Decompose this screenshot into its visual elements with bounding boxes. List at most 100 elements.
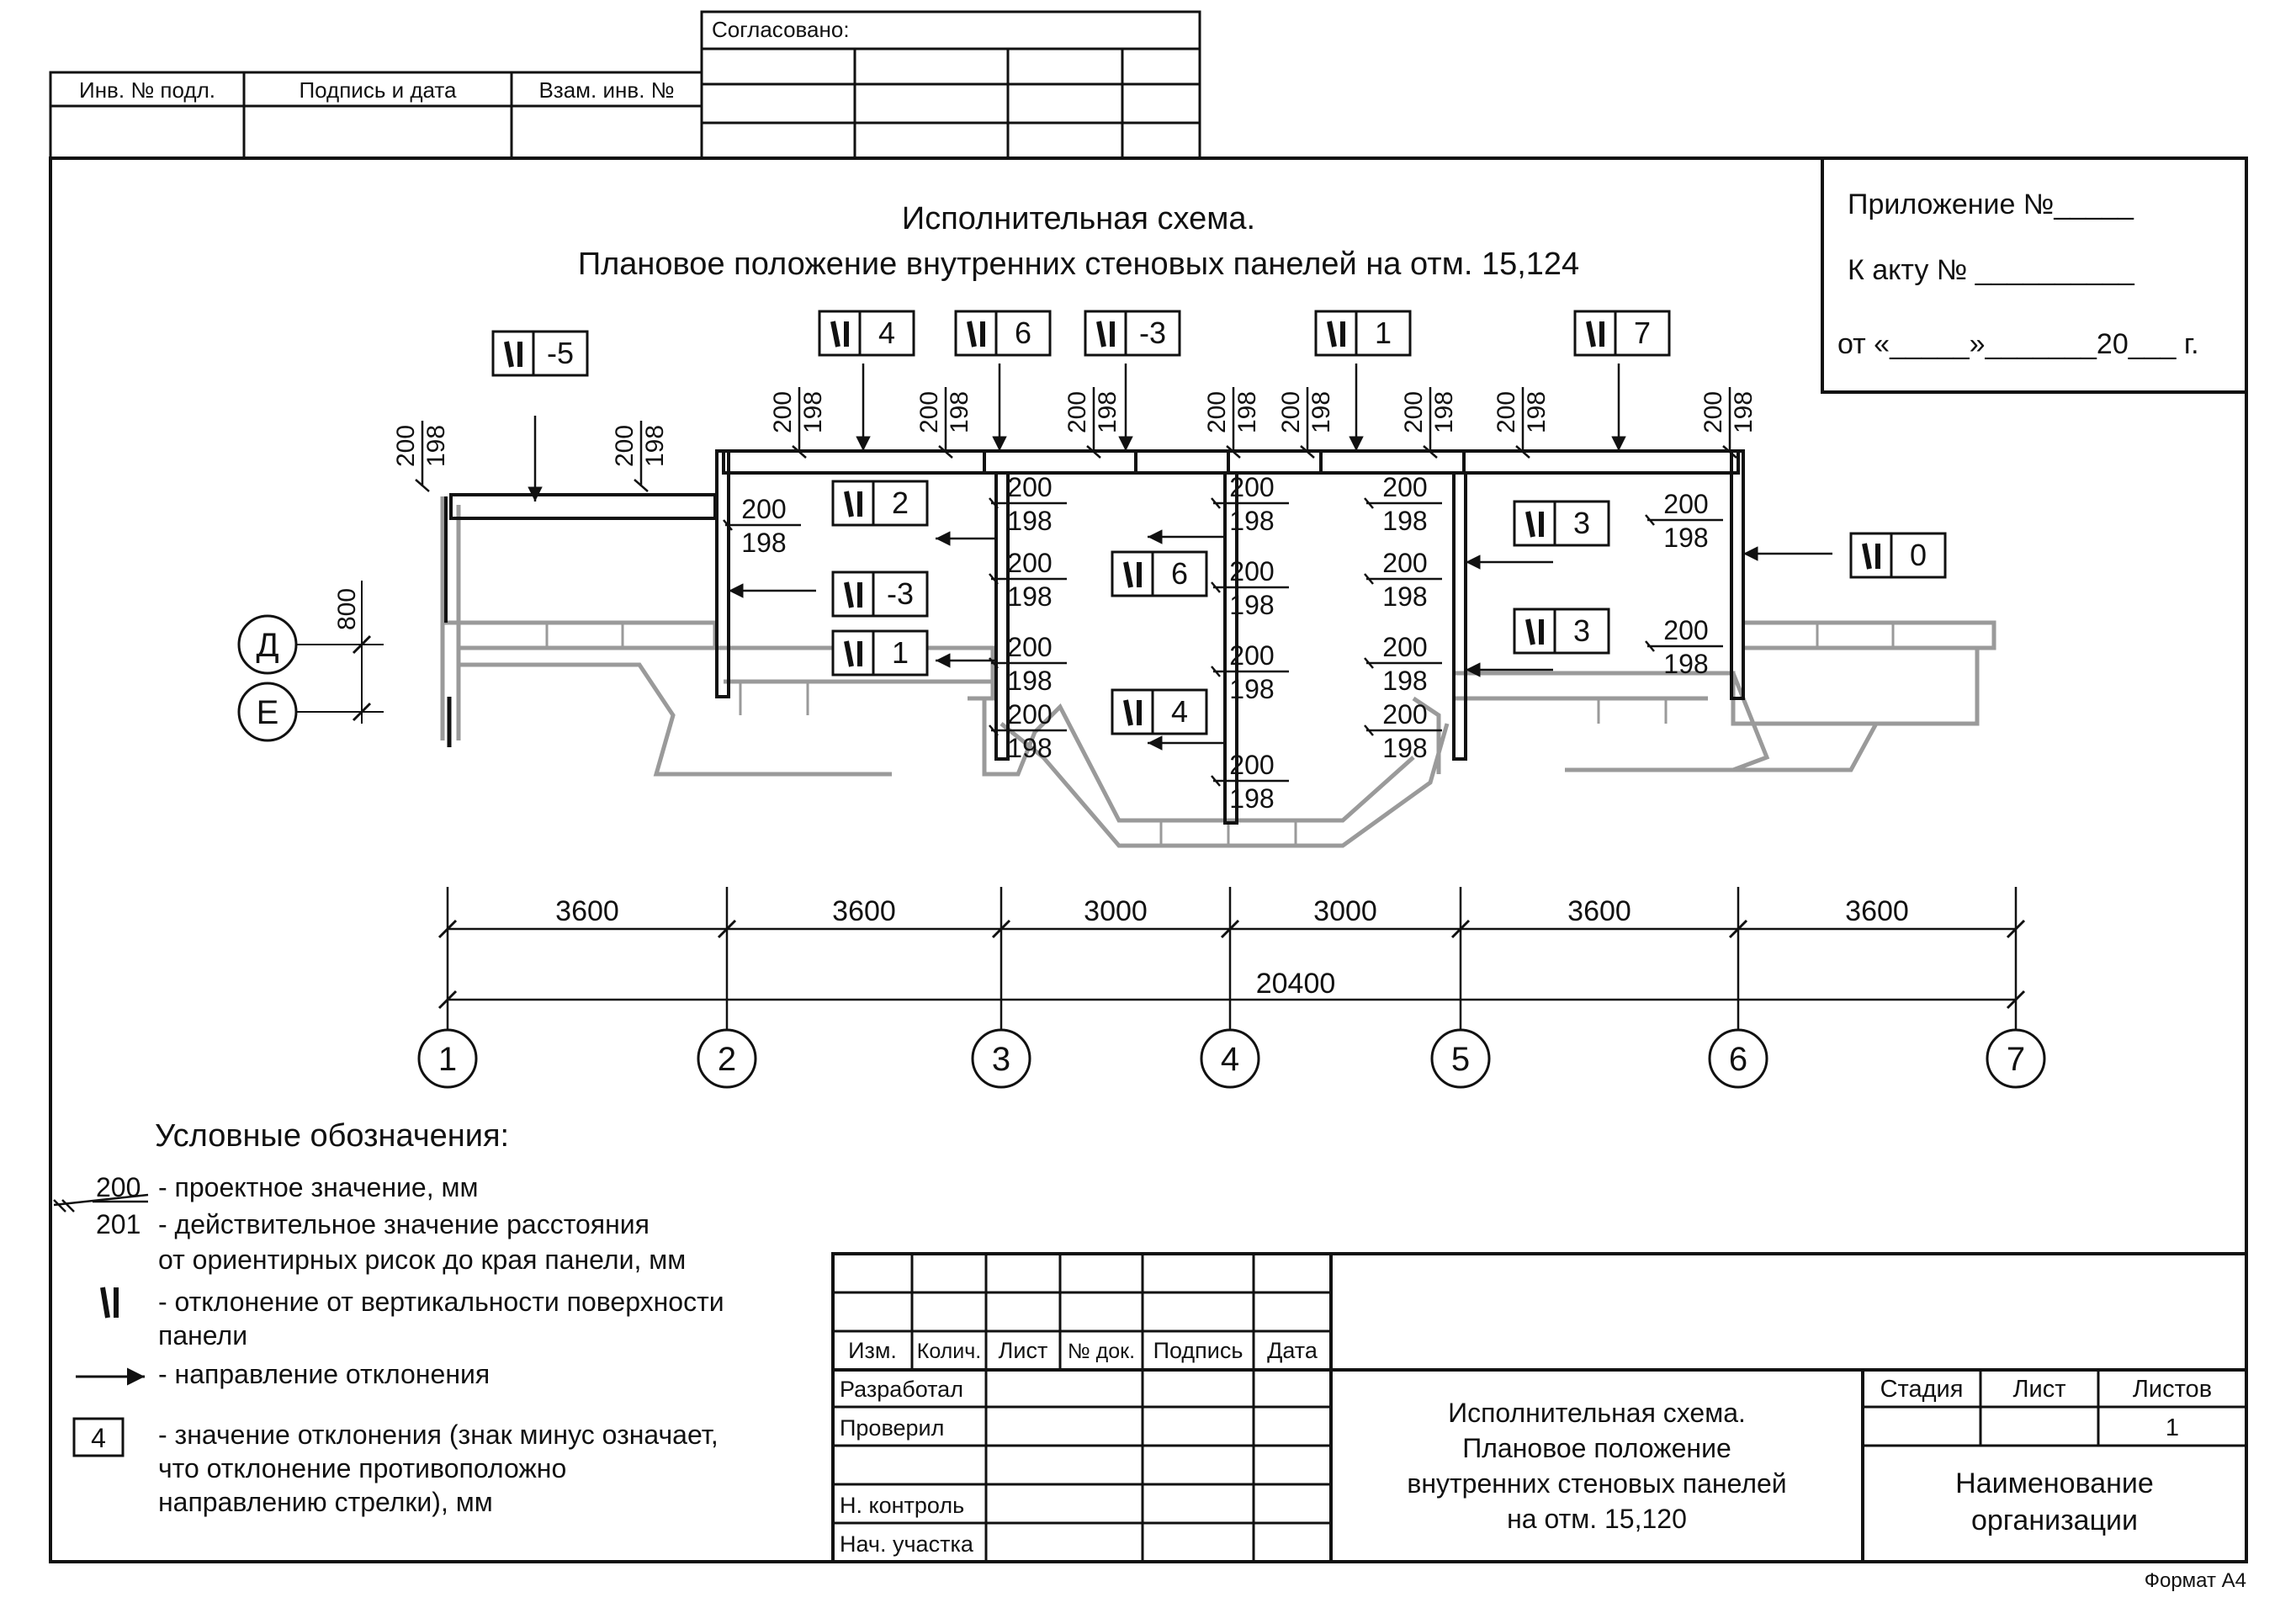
title-block [831, 1252, 2248, 1563]
deviation-tag: 3 [1513, 608, 1610, 655]
stamp-col-date: Дата [1267, 1338, 1318, 1363]
row-axis-e-label: Е [257, 694, 279, 731]
deviation-value: -5 [547, 336, 574, 370]
actual-value: 198 [1307, 391, 1335, 433]
actual-value: 198 [1007, 506, 1052, 536]
stamp-sheets-value: 1 [2166, 1414, 2179, 1441]
column-axis-label: 6 [1729, 1041, 1747, 1078]
column-axis-marker [1708, 1028, 1768, 1089]
column-axis-label: 4 [1221, 1041, 1239, 1078]
design-value: 200 [769, 391, 797, 433]
sign-date-label: Подпись и дата [299, 77, 457, 103]
vzam-inv-label: Взам. инв. № [538, 77, 674, 103]
column-axis-label: 3 [992, 1041, 1010, 1078]
design-value: 200 [1007, 548, 1052, 578]
stamp-org-1: Наименование [1955, 1467, 2154, 1499]
stamp-org-2: организации [1971, 1505, 2138, 1536]
deviation-arrows [528, 364, 1832, 751]
deviation-value: -3 [887, 576, 914, 611]
vertical-dimension-800: 800 [333, 588, 361, 630]
deviation-value: 4 [1171, 694, 1188, 729]
design-value: 200 [611, 425, 639, 467]
legend-item-design: - проектное значение, мм [158, 1172, 478, 1202]
actual-value: 198 [1382, 733, 1427, 763]
sheet-frame [49, 157, 2248, 1563]
actual-value: 198 [1233, 391, 1261, 433]
deviation-tag: 1 [831, 629, 929, 677]
deviation-value: 2 [892, 486, 909, 520]
legend-box-symbol [72, 1417, 125, 1457]
design-value: 200 [1229, 556, 1274, 586]
legend-item-direction: - направление отклонения [158, 1359, 490, 1389]
span-label: 3600 [832, 895, 896, 927]
appendix-box [1821, 157, 2248, 394]
format-label: Формат А4 [2145, 1569, 2246, 1592]
actual-value: 198 [1382, 666, 1427, 696]
column-axis-marker [697, 1028, 757, 1089]
design-value: 200 [1663, 489, 1708, 519]
legend-box-value: 4 [91, 1423, 106, 1453]
legend-item-vertical-b: панели [158, 1320, 247, 1351]
actual-value: 198 [1229, 506, 1274, 536]
inv-podl-label: Инв. № подл. [79, 77, 215, 103]
actual-value: 198 [1094, 391, 1121, 433]
design-value: 200 [1229, 472, 1274, 502]
column-axis-marker [971, 1028, 1031, 1089]
column-axis-marker [1430, 1028, 1491, 1089]
deviation-tag: -3 [1084, 310, 1181, 357]
actual-value: 198 [1007, 733, 1052, 763]
column-axis-label: 1 [438, 1041, 457, 1078]
deviation-value: 4 [878, 316, 895, 350]
design-value: 200 [1277, 391, 1305, 433]
actual-value: 198 [641, 425, 669, 467]
column-axis-label: 2 [718, 1041, 736, 1078]
stamp-col-izm: Изм. [848, 1338, 897, 1363]
design-value: 200 [1493, 391, 1520, 433]
actual-value: 198 [1523, 391, 1551, 433]
span-label: 3600 [555, 895, 619, 927]
drawing-title: Исполнительная схема. [902, 201, 1255, 236]
stamp-col-ndoc: № док. [1068, 1340, 1135, 1363]
deviation-value: 0 [1910, 538, 1927, 572]
design-value: 200 [1203, 391, 1231, 433]
stamp-row-developed: Разработал [840, 1377, 963, 1402]
deviation-tag: 1 [1314, 310, 1412, 357]
actual-value: 198 [1007, 666, 1052, 696]
stamp-sheet-label: Лист [2012, 1376, 2065, 1403]
deviation-value: 1 [892, 635, 909, 670]
stamp-col-signature: Подпись [1153, 1338, 1243, 1363]
actual-value: 198 [1229, 674, 1274, 704]
legend-vertical-icon [100, 1287, 119, 1319]
stamp-sheets-label: Листов [2133, 1376, 2212, 1403]
deviation-tag: 0 [1849, 532, 1947, 579]
span-label: 3000 [1313, 895, 1377, 927]
legend-dim-symbol [53, 1193, 149, 1213]
deviation-value: -3 [1139, 316, 1166, 350]
legend-item-actual-a: - действительное значение расстояния [158, 1209, 650, 1239]
appendix-line3: от «_____»_______20___ г. [1837, 328, 2199, 360]
design-value: 200 [1382, 472, 1427, 502]
legend-heading: Условные обозначения: [155, 1118, 509, 1154]
actual-value: 198 [946, 391, 973, 433]
legend-item-value-a: - значение отклонения (знак минус означа… [158, 1420, 718, 1450]
